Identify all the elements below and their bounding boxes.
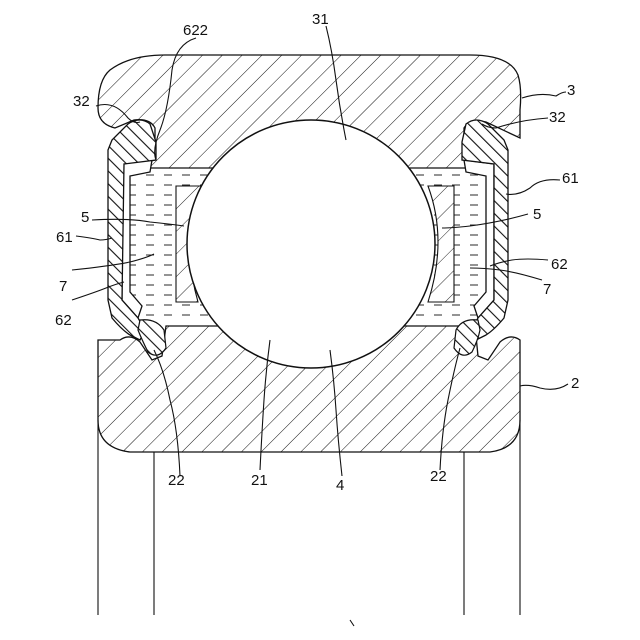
leader-61-right bbox=[506, 180, 560, 195]
label-62-right: 62 bbox=[551, 257, 568, 272]
label-5-right: 5 bbox=[533, 207, 541, 222]
label-22-left: 22 bbox=[168, 473, 185, 488]
ball bbox=[187, 120, 435, 368]
bottom-mark bbox=[350, 620, 354, 626]
label-22-right: 22 bbox=[430, 469, 447, 484]
leader-61-left bbox=[76, 236, 112, 240]
label-2: 2 bbox=[571, 376, 579, 391]
label-5-left: 5 bbox=[81, 210, 89, 225]
label-7-left: 7 bbox=[59, 279, 67, 294]
label-32-right: 32 bbox=[549, 110, 566, 125]
label-4: 4 bbox=[336, 478, 344, 493]
label-7-right: 7 bbox=[543, 282, 551, 297]
label-21: 21 bbox=[251, 473, 268, 488]
label-62-left: 62 bbox=[55, 313, 72, 328]
label-3: 3 bbox=[567, 83, 575, 98]
label-32-left: 32 bbox=[73, 94, 90, 109]
label-61-right: 61 bbox=[562, 171, 579, 186]
label-31: 31 bbox=[312, 12, 329, 27]
label-61-left: 61 bbox=[56, 230, 73, 245]
label-622: 622 bbox=[183, 23, 208, 38]
leader-2 bbox=[520, 384, 568, 389]
leader-3 bbox=[522, 92, 566, 98]
